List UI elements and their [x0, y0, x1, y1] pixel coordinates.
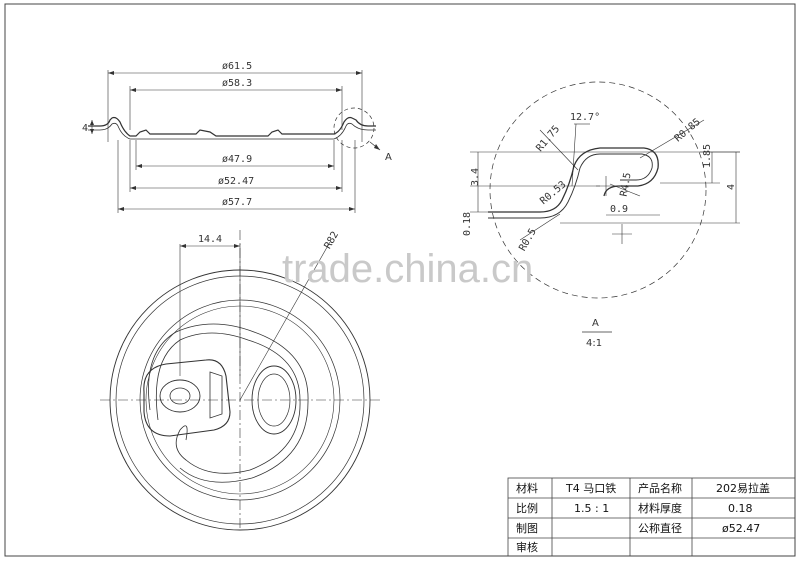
dim-583: ø58.3	[222, 78, 252, 89]
dim-615: ø61.5	[222, 61, 252, 72]
dim-height-4: 4	[726, 184, 737, 190]
pull-tab	[143, 359, 231, 437]
tb-label-review: 审核	[516, 540, 538, 554]
dim-thickness-018: 0.18	[462, 212, 473, 236]
detail-profile	[488, 147, 659, 213]
dim-height-34: 3.4	[470, 168, 481, 186]
tb-label-thickness: 材料厚度	[638, 501, 682, 515]
dim-479: ø47.9	[222, 154, 252, 165]
dim-width-144: 14.4	[198, 234, 222, 245]
lid-profile	[88, 116, 376, 137]
dim-r053: R0.53	[538, 179, 568, 207]
score-line	[155, 332, 301, 474]
title-block	[507, 477, 796, 557]
watermark: trade.china.cn	[282, 247, 533, 291]
tb-label-product-name: 产品名称	[638, 481, 682, 495]
drawing-border	[4, 3, 796, 557]
dim-r085: R0.85	[673, 117, 703, 145]
dim-r175: R1.75	[534, 124, 562, 154]
dim-angle: 12.7°	[570, 112, 600, 123]
dim-height-185: 1.85	[702, 144, 713, 168]
tb-label-drawn: 制图	[516, 522, 538, 535]
detail-title: A	[592, 318, 599, 329]
dim-577: ø57.7	[222, 197, 252, 208]
section-view	[88, 70, 381, 213]
detail-view-a	[470, 81, 740, 333]
dim-5247: ø52.47	[218, 176, 254, 187]
tb-value-product-name: 202易拉盖	[716, 481, 770, 495]
section-mark-a: A	[385, 152, 392, 163]
tb-value-material: T4 马口铁	[565, 482, 616, 495]
dim-height-left: 4	[82, 123, 88, 134]
detail-scale: 4:1	[586, 338, 602, 349]
tb-label-material: 材料	[516, 481, 538, 495]
dim-width-09: 0.9	[610, 204, 628, 215]
plan-view	[100, 230, 380, 531]
tb-label-scale: 比例	[516, 501, 538, 515]
tb-value-nominal-diameter: ø52.47	[722, 522, 760, 535]
dim-r45: R4.5	[619, 172, 634, 198]
tb-value-thickness: 0.18	[728, 502, 753, 515]
tb-value-scale: 1.5 : 1	[574, 502, 609, 515]
tb-label-nominal-diameter: 公称直径	[638, 521, 682, 535]
